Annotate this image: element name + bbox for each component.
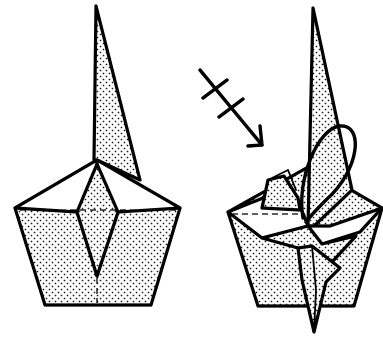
- loop-arrow-icon: [300, 124, 357, 224]
- fold-arrow-icon: [198, 68, 264, 148]
- right-tall-point: [306, 6, 354, 228]
- figure-step-after: [226, 6, 383, 334]
- left-center-diamond: [75, 162, 120, 278]
- right-raised-flap: [260, 174, 302, 212]
- figure-step-before: [13, 4, 182, 307]
- left-tall-point: [92, 4, 142, 182]
